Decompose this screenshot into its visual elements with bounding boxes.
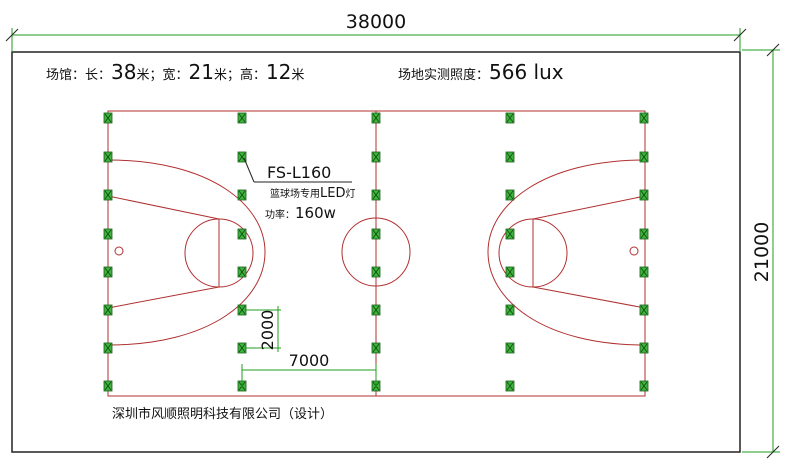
led-fixture bbox=[505, 112, 515, 124]
right-free-throw-circle bbox=[498, 218, 568, 288]
top-dimension: 38000 bbox=[5, 11, 747, 52]
led-fixture bbox=[639, 304, 649, 316]
led-fixture bbox=[237, 189, 247, 201]
led-fixture bbox=[237, 151, 247, 163]
right-key-top bbox=[532, 195, 646, 220]
led-fixture bbox=[639, 228, 649, 240]
led-fixture bbox=[639, 151, 649, 163]
led-fixture bbox=[371, 151, 381, 163]
led-fixture bbox=[103, 380, 113, 392]
led-fixture bbox=[505, 151, 515, 163]
led-fixture bbox=[103, 228, 113, 240]
total-width-label: 21000 bbox=[751, 222, 773, 282]
led-fixture bbox=[237, 342, 247, 354]
fixture-model: FS-L160 bbox=[267, 163, 331, 182]
led-fixture bbox=[371, 228, 381, 240]
horizontal-spacing-label: 7000 bbox=[289, 351, 330, 370]
led-fixture-grid bbox=[103, 112, 649, 392]
led-fixture bbox=[237, 304, 247, 316]
left-three-point-arc bbox=[107, 159, 266, 346]
fixture-description: 篮球场专用LED灯 bbox=[270, 186, 355, 201]
vertical-spacing-label: 2000 bbox=[258, 310, 277, 351]
led-fixture bbox=[639, 342, 649, 354]
led-fixture bbox=[237, 228, 247, 240]
led-fixture bbox=[639, 112, 649, 124]
left-key-top bbox=[107, 195, 220, 220]
led-fixture bbox=[237, 112, 247, 124]
fixture-callout: FS-L160 篮球场专用LED灯 功率：160w bbox=[243, 157, 355, 222]
right-three-point-arc bbox=[487, 159, 646, 346]
led-fixture bbox=[371, 304, 381, 316]
led-fixture bbox=[371, 342, 381, 354]
led-fixture bbox=[505, 304, 515, 316]
led-fixture bbox=[371, 112, 381, 124]
left-free-throw-circle bbox=[184, 218, 254, 288]
illuminance-text: 场地实测照度：566 lux bbox=[398, 60, 564, 84]
led-fixture bbox=[639, 266, 649, 278]
led-fixture bbox=[371, 266, 381, 278]
venue-dimensions-text: 场馆：长：38米；宽：21米；高：12米 bbox=[46, 60, 304, 84]
led-fixture bbox=[237, 266, 247, 278]
led-fixture bbox=[103, 266, 113, 278]
led-fixture bbox=[103, 304, 113, 316]
led-fixture bbox=[505, 189, 515, 201]
led-fixture bbox=[103, 151, 113, 163]
venue-border bbox=[11, 51, 741, 453]
right-dimension: 21000 bbox=[742, 43, 780, 459]
left-basket bbox=[114, 246, 124, 256]
total-length-label: 38000 bbox=[346, 11, 406, 33]
led-fixture bbox=[505, 228, 515, 240]
led-fixture bbox=[371, 189, 381, 201]
led-fixture bbox=[103, 112, 113, 124]
led-fixture bbox=[639, 189, 649, 201]
center-circle bbox=[341, 217, 411, 287]
led-fixture bbox=[639, 380, 649, 392]
left-key-bottom bbox=[107, 286, 220, 309]
spacing-dimensions: 2000 7000 bbox=[241, 306, 377, 388]
led-fixture bbox=[103, 342, 113, 354]
right-key-bottom bbox=[532, 286, 646, 309]
led-fixture bbox=[505, 342, 515, 354]
right-basket bbox=[629, 246, 639, 256]
led-fixture bbox=[505, 380, 515, 392]
led-fixture bbox=[103, 189, 113, 201]
led-fixture bbox=[505, 266, 515, 278]
fixture-power: 功率：160w bbox=[265, 204, 336, 222]
designer-credit: 深圳市风顺照明科技有限公司（设计） bbox=[112, 406, 333, 422]
